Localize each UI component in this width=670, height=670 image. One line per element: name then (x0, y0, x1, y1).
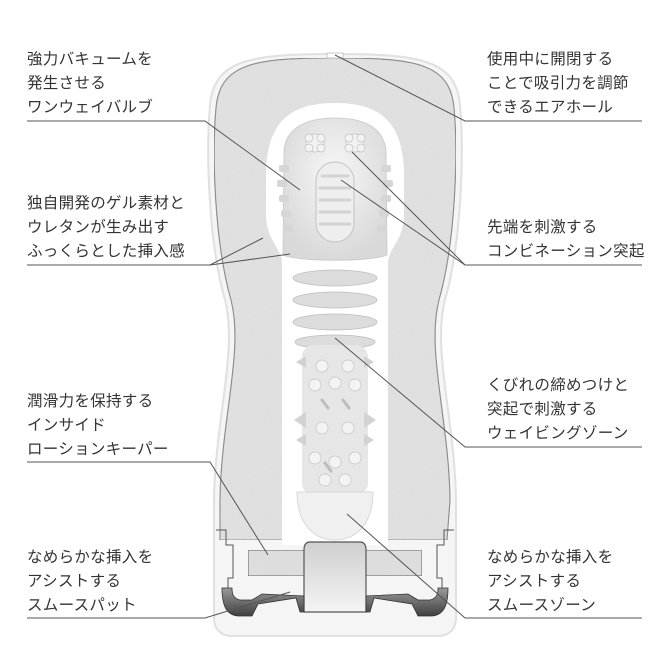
smooth-zone-bulb (296, 491, 374, 541)
leader-one-way-valve (27, 120, 301, 191)
label-text: インサイド (27, 416, 107, 434)
label-text: ことで吸引力を調節 (487, 74, 629, 92)
center-stem (303, 541, 367, 613)
lotion-keeper-pads (247, 549, 423, 577)
smooth-pad-base (221, 587, 449, 617)
label-text: なめらかな挿入を (27, 548, 154, 566)
label-text: アシストする (27, 572, 122, 590)
label-text: 独自開発のゲル素材と (27, 194, 186, 212)
label-text: できるエアホール (487, 98, 614, 116)
waving-zone-rings (292, 269, 378, 350)
label-gel-material: 独自開発のゲル素材と ウレタンが生み出す ふっくらとした挿入感 (27, 191, 185, 263)
label-smooth-zone: なめらかな挿入を アシストする スムースゾーン (487, 545, 613, 617)
label-text: ふっくらとした挿入感 (27, 242, 186, 260)
label-text: ワンウェイバルブ (27, 98, 154, 116)
label-text: ウレタンが生み出す (27, 218, 170, 236)
leader-smooth-pad (27, 591, 291, 619)
label-text: くびれの締めつけと (487, 376, 630, 394)
label-air-hole: 使用中に開閉する ことで吸引力を調節 できるエアホール (487, 47, 629, 119)
label-waving-zone: くびれの締めつけと 突起で刺激する ウェイビングゾーン (487, 373, 629, 445)
leader-lines (27, 54, 642, 619)
leader-waving-zone (334, 337, 642, 448)
combination-bumps (304, 133, 366, 153)
label-lotion-keeper: 潤滑力を保持する インサイド ローションキーパー (27, 389, 169, 461)
label-text: 強力バキュームを (27, 50, 153, 68)
label-text: スムースパット (27, 596, 137, 614)
label-smooth-pad: なめらかな挿入を アシストする スムースパット (27, 545, 153, 617)
gel-sleeve-tip (277, 117, 393, 261)
label-text: 先端を刺激する (487, 218, 598, 236)
stimulation-bumps (294, 345, 376, 495)
label-text: 使用中に開閉する (487, 50, 614, 68)
leader-smooth-zone (346, 513, 642, 619)
label-text: ローションキーパー (27, 440, 169, 458)
label-text: ウェイビングゾーン (487, 424, 629, 442)
label-text: 発生させる (27, 74, 107, 92)
label-one-way-valve: 強力バキュームを 発生させる ワンウェイバルブ (27, 47, 153, 119)
label-tip-stimulation: 先端を刺激する コンビネーション突起 (487, 215, 645, 263)
label-text: スムースゾーン (487, 596, 597, 614)
leader-lotion-keeper (27, 461, 269, 556)
label-text: アシストする (487, 572, 582, 590)
leader-air-hole (334, 54, 642, 122)
label-text: 潤滑力を保持する (27, 392, 154, 410)
label-text: なめらかな挿入を (487, 548, 614, 566)
label-text: 突起で刺激する (487, 400, 598, 418)
label-text: コンビネーション突起 (487, 242, 645, 260)
